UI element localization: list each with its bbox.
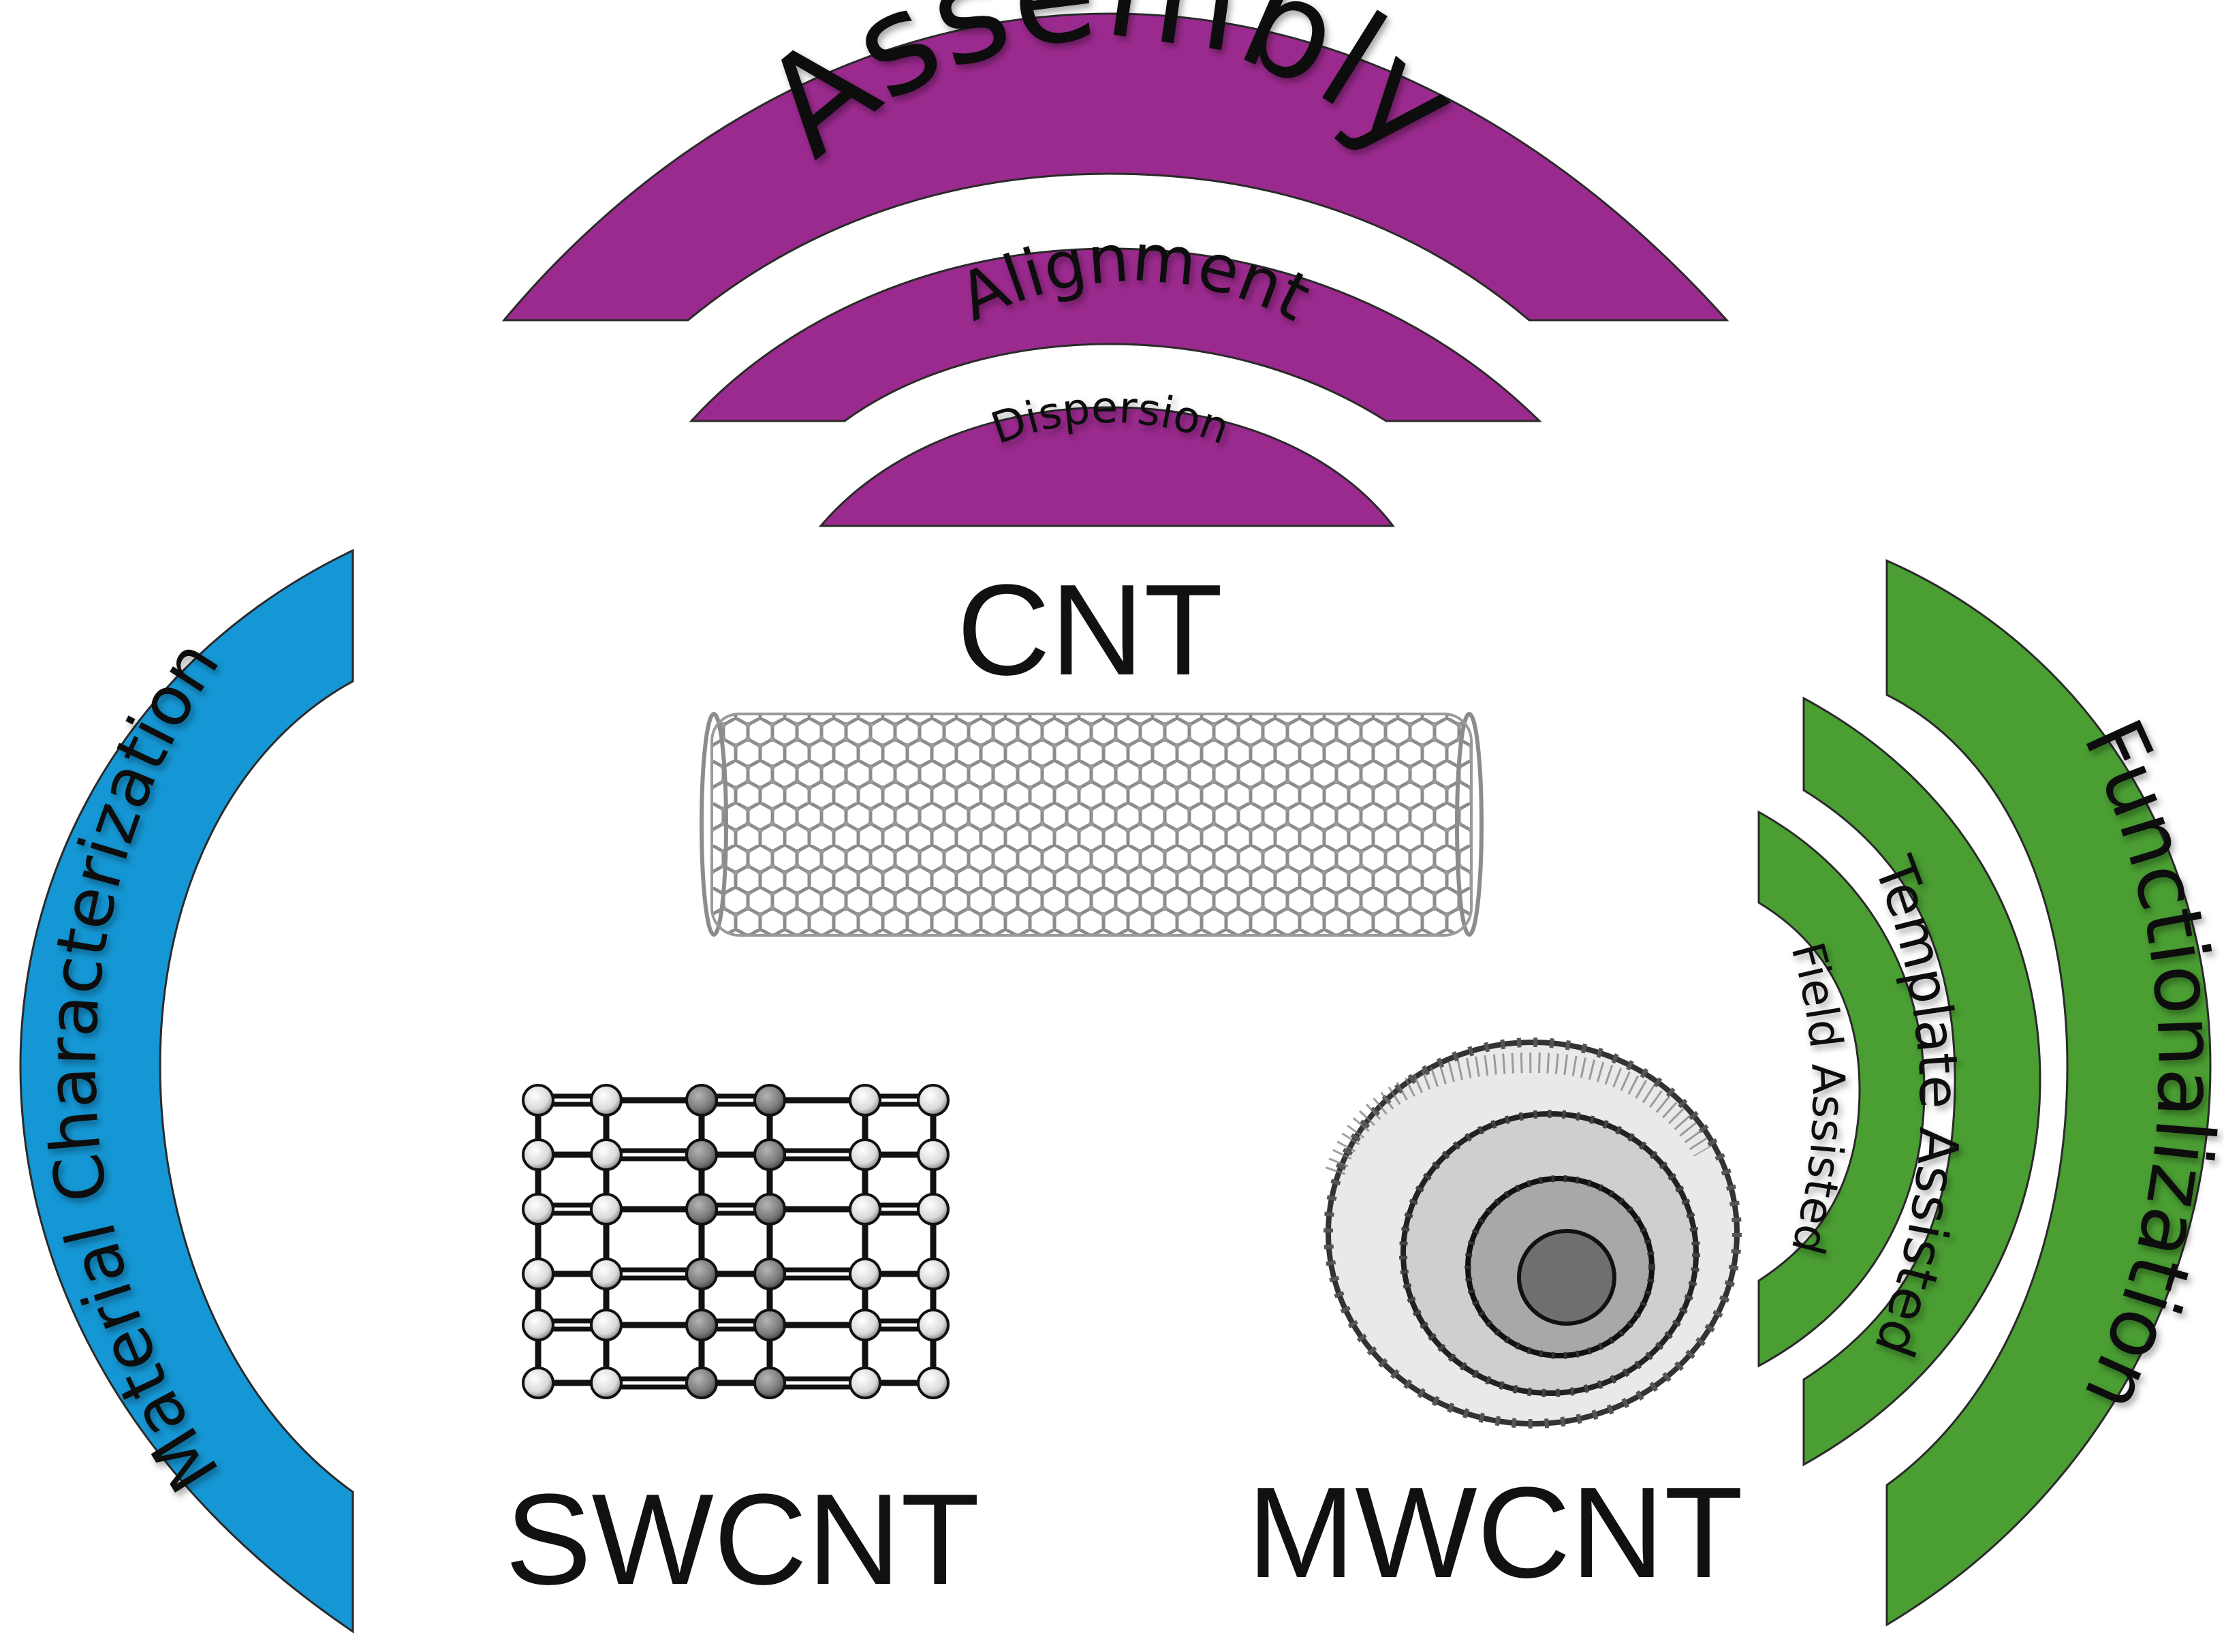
cnt-label: CNT [957, 558, 1223, 702]
atom [685, 1138, 718, 1171]
atom [685, 1258, 718, 1290]
atom [917, 1084, 950, 1117]
atom [685, 1193, 718, 1226]
atom [849, 1309, 881, 1341]
atom [753, 1193, 786, 1226]
mwcnt-label: MWCNT [1247, 1461, 1743, 1605]
carbon-nanotube-icon [700, 712, 1484, 937]
swcnt-label: SWCNT [505, 1467, 980, 1612]
atom [849, 1138, 881, 1171]
atom [590, 1309, 623, 1341]
dispersion-band [818, 406, 1396, 527]
atom [753, 1084, 786, 1117]
atom [753, 1367, 786, 1399]
atom [590, 1367, 623, 1399]
atom [917, 1258, 950, 1290]
atom [917, 1309, 950, 1341]
characterization-band [19, 548, 354, 1634]
atom [753, 1309, 786, 1341]
functionalization-band [1885, 559, 2212, 1627]
assembly-band [501, 12, 1729, 322]
atom [522, 1084, 554, 1117]
atom [753, 1138, 786, 1171]
atom [917, 1193, 950, 1226]
atom [685, 1367, 718, 1399]
atom [590, 1138, 623, 1171]
multi-wall-nanotube-icon [1324, 1038, 1742, 1429]
atom [522, 1138, 554, 1171]
atom [590, 1193, 623, 1226]
functionalization-group: Functionalization Template Assisted Fiel… [1757, 559, 2224, 1627]
atom [849, 1193, 881, 1226]
atom [522, 1367, 554, 1399]
atom [590, 1084, 623, 1117]
atom [685, 1084, 718, 1117]
atom [522, 1258, 554, 1290]
atom [522, 1309, 554, 1341]
atom [685, 1309, 718, 1341]
atom [849, 1367, 881, 1399]
atom [917, 1367, 950, 1399]
atom [522, 1193, 554, 1226]
atom [917, 1138, 950, 1171]
atom [849, 1258, 881, 1290]
atom [849, 1084, 881, 1117]
field-assisted-band [1757, 810, 1926, 1368]
assembly-group: Assembly Alignment Dispersion [501, 0, 1729, 527]
template-assisted-band [1802, 696, 2041, 1467]
alignment-band [689, 247, 1542, 422]
atom [590, 1258, 623, 1290]
single-wall-lattice-icon [522, 1084, 950, 1399]
atom [753, 1258, 786, 1290]
characterization-group: Material Characterization [19, 548, 354, 1634]
